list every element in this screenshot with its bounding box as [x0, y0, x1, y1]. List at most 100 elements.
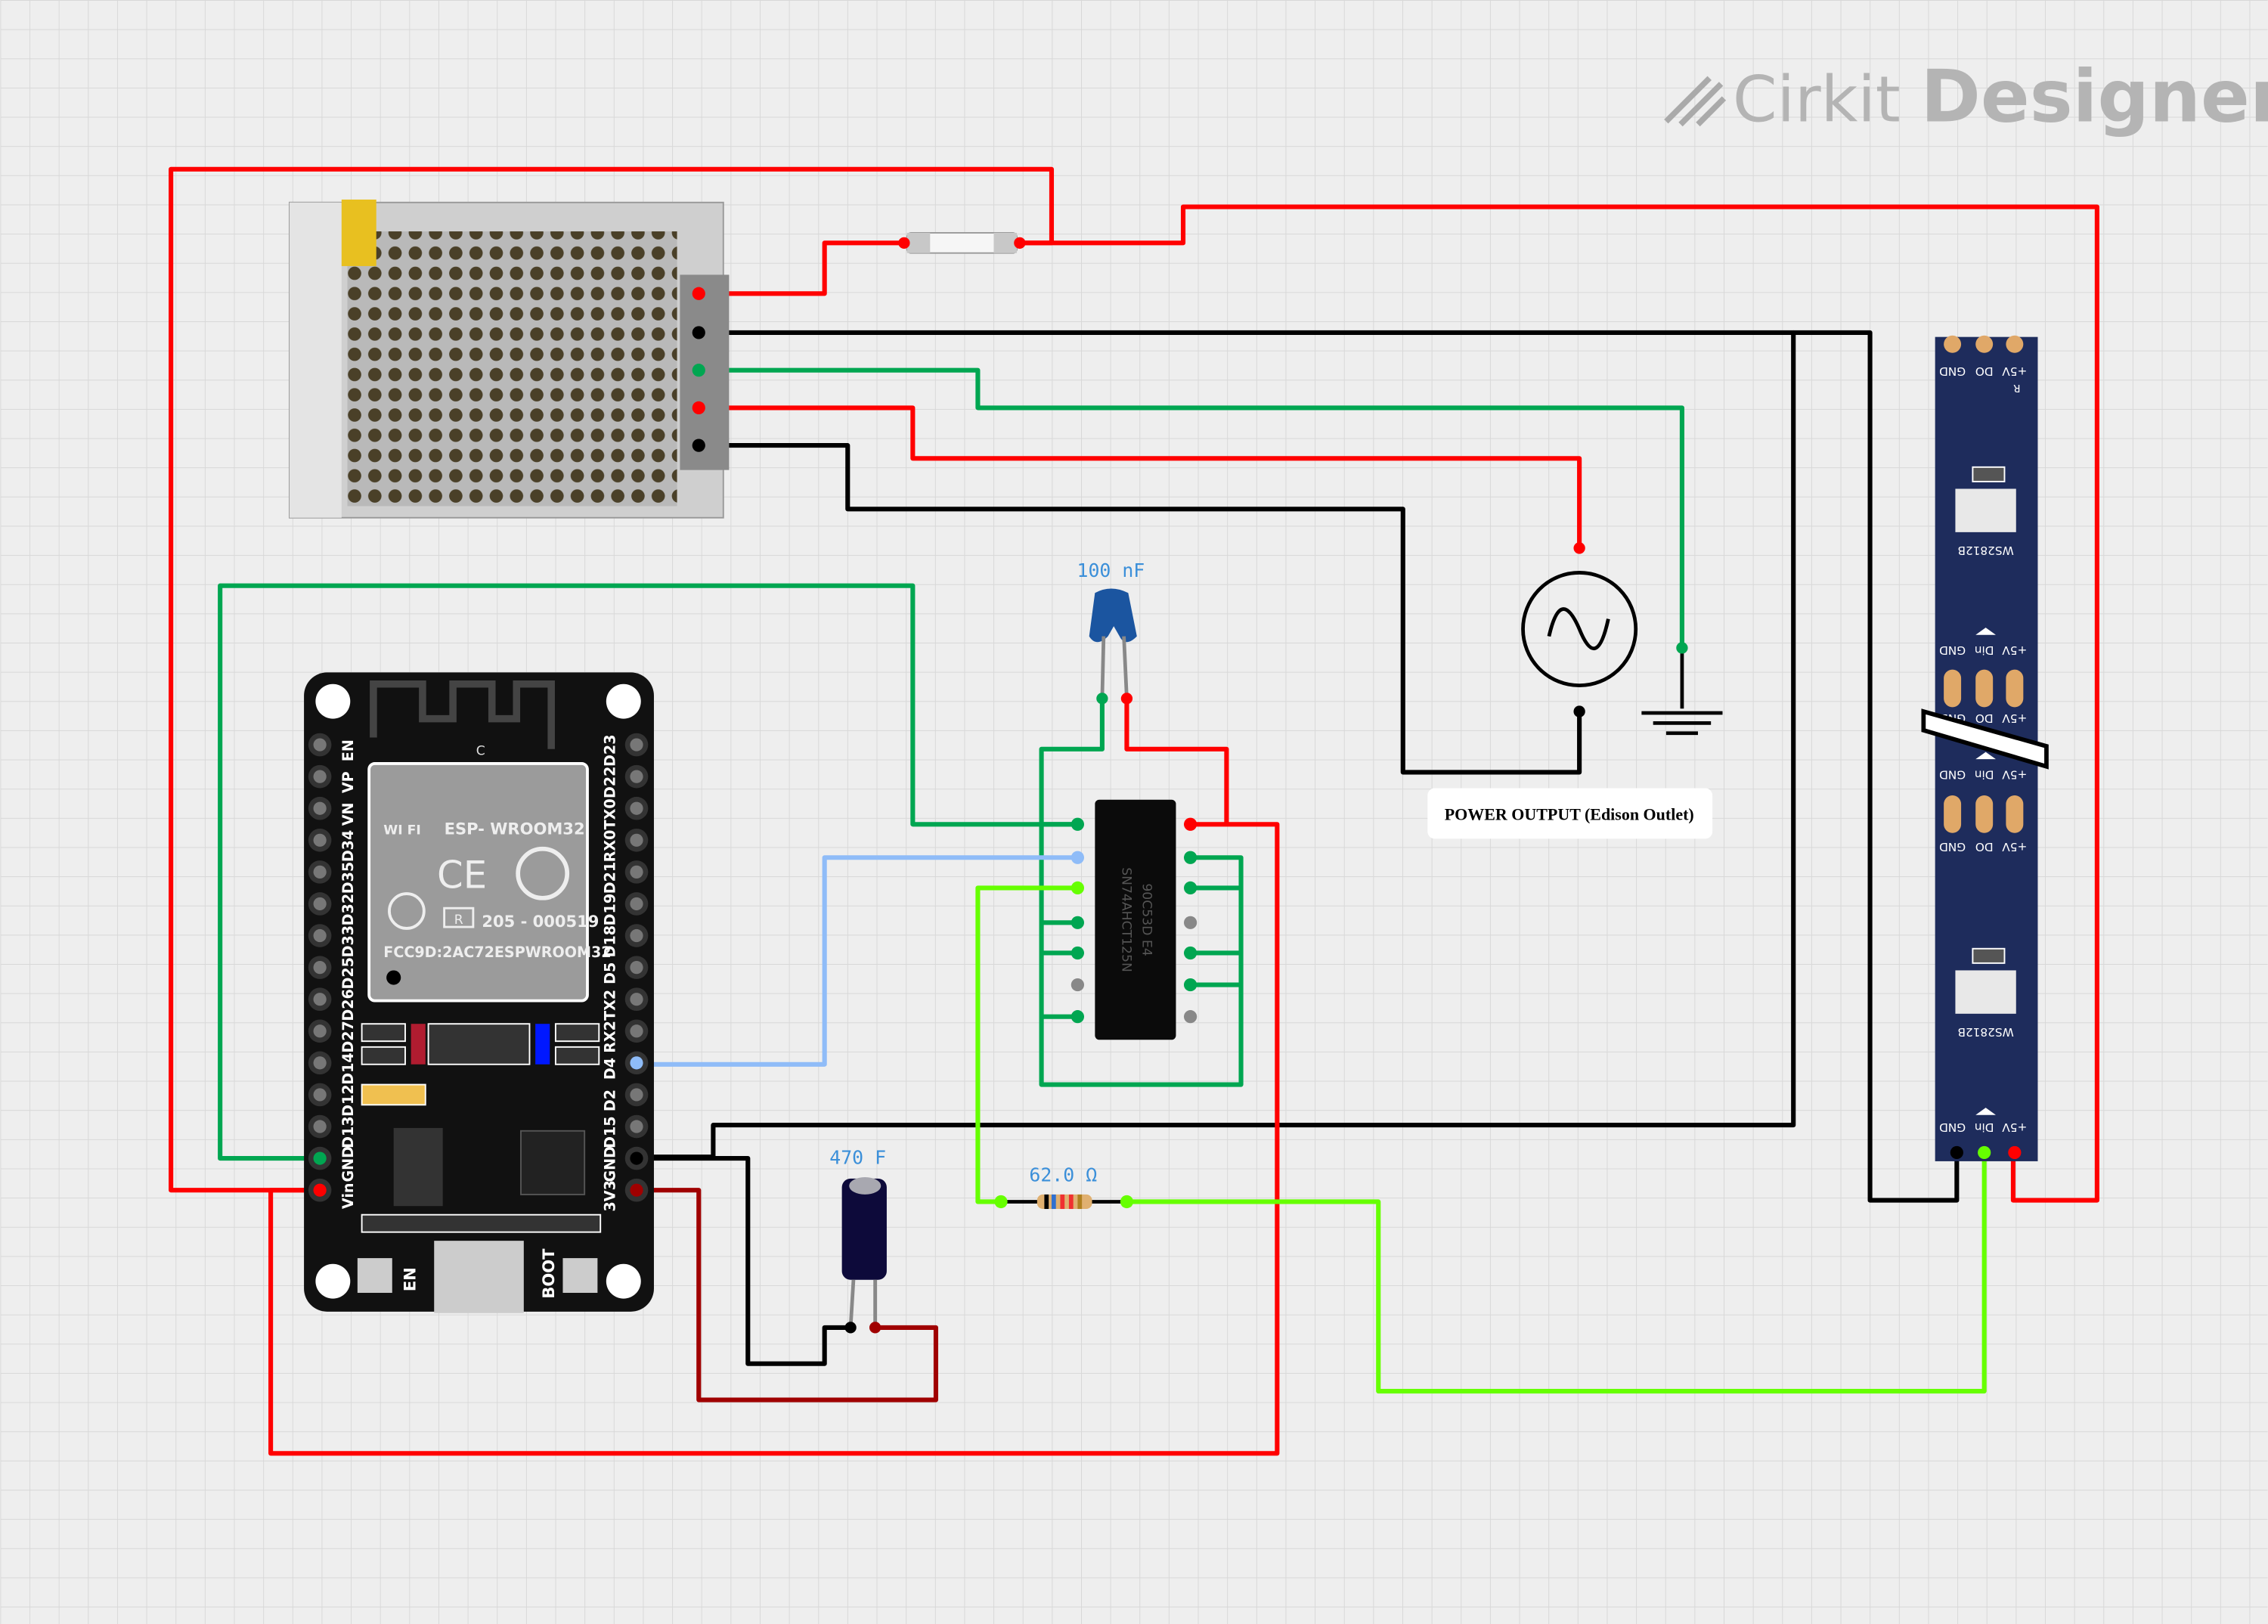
- esp-pin-rx0[interactable]: [630, 833, 643, 847]
- esp-pin-d12[interactable]: [313, 1088, 327, 1102]
- ic-pin-left[interactable]: [1070, 817, 1085, 831]
- logo-brand: Cirkit: [1733, 63, 1901, 137]
- esp-pin-d15[interactable]: [630, 1120, 643, 1133]
- resistor[interactable]: 62.0 Ω: [994, 1164, 1134, 1210]
- esp-pin-label: D25: [339, 957, 357, 989]
- wire-psu-line-to-ac[interactable]: [696, 405, 1582, 550]
- wire-d4-to-ic[interactable]: [634, 855, 1080, 1067]
- esp-pin-label: D18: [601, 925, 618, 957]
- wire-fuse-to-strip-5v[interactable]: [1017, 204, 2099, 1203]
- wire-ic-out-to-resistor[interactable]: [975, 885, 1080, 1204]
- strip-pin-label: DO: [1975, 840, 1994, 854]
- ic-pin-right[interactable]: [1183, 881, 1198, 895]
- wire-esp-gnd-to-ic[interactable]: [218, 583, 1080, 1161]
- ic-pin-right[interactable]: [1183, 978, 1198, 992]
- wire-resistor-to-din[interactable]: [1124, 1150, 1987, 1394]
- ground-symbol[interactable]: [1641, 642, 1723, 736]
- esp-pin-d18[interactable]: [630, 928, 643, 943]
- esp-pin-d23[interactable]: [630, 738, 643, 752]
- r-mark: R: [454, 913, 463, 928]
- wire-psu-earth-to-ground[interactable]: [696, 367, 1684, 650]
- esp-pin-vin[interactable]: [313, 1183, 327, 1197]
- esp-pin-tx0[interactable]: [630, 801, 643, 815]
- wifi-badge: WI FI: [383, 823, 421, 838]
- logo-pen-icon: [1664, 76, 1727, 127]
- esp32-devkit[interactable]: C WI FI ESP- WROOM32 CE R 205 - 000519 F…: [304, 672, 654, 1313]
- esp-pin-d5[interactable]: [630, 961, 643, 975]
- esp-pin-rx2[interactable]: [630, 1024, 643, 1038]
- strip-pin-gnd[interactable]: [1950, 1145, 1963, 1160]
- boot-button-label: BOOT: [539, 1248, 558, 1299]
- sn74ahct125n-chip[interactable]: 90C53D E4 SN74AHCT125N: [1070, 799, 1198, 1040]
- esp-pin-d27[interactable]: [313, 1024, 327, 1038]
- wire-3v3-to-cap[interactable]: [634, 1188, 939, 1402]
- esp-pin-gnd[interactable]: [313, 1151, 327, 1165]
- ic-pin-left[interactable]: [1070, 851, 1085, 864]
- esp-pin-label: D33: [339, 925, 357, 957]
- esp-pin-d34[interactable]: [313, 833, 327, 847]
- strip-pin-din[interactable]: [1978, 1145, 1991, 1160]
- esp-pin-d26[interactable]: [313, 993, 327, 1006]
- strip-pin-5v[interactable]: [2008, 1145, 2022, 1160]
- ic-pin-left[interactable]: [1070, 946, 1085, 960]
- esp-pin-tx2[interactable]: [630, 993, 643, 1006]
- wire-fuse-to-psu[interactable]: [696, 240, 906, 296]
- wire-psu-gnd-to-strip[interactable]: [1791, 330, 1960, 1203]
- psu-terminal-vminus[interactable]: [692, 439, 705, 452]
- power-output-label[interactable]: POWER OUTPUT (Edison Outlet): [1427, 788, 1713, 839]
- arrow-up-icon: [1975, 628, 1996, 635]
- esp-pin-d13[interactable]: [313, 1120, 327, 1133]
- esp-pin-d14[interactable]: [313, 1056, 327, 1070]
- psu-terminal-l[interactable]: [692, 287, 705, 300]
- ceramic-capacitor[interactable]: 100 nF: [1077, 559, 1145, 705]
- esp-pin-vn[interactable]: [313, 801, 327, 815]
- ic-pin-right[interactable]: [1183, 946, 1198, 960]
- wire-psu-neutral-to-ac[interactable]: [696, 443, 1582, 775]
- ic-pin-right[interactable]: [1183, 851, 1198, 864]
- ground-icon: [1641, 647, 1723, 736]
- ic-pin-left[interactable]: [1070, 978, 1085, 992]
- ic-pin-right[interactable]: [1183, 817, 1198, 831]
- strip-pin-label: DO: [1975, 364, 1994, 378]
- esp-pin-gnd[interactable]: [630, 1151, 643, 1165]
- boot-button[interactable]: [562, 1258, 598, 1293]
- esp-pin-label: D19: [601, 894, 618, 925]
- esp-pin-vp[interactable]: [313, 770, 327, 783]
- strip-cut-pad: [2006, 795, 2024, 833]
- ic-pin-left[interactable]: [1070, 916, 1085, 929]
- esp-pin-d4[interactable]: [630, 1056, 643, 1070]
- esp-pin-label: D22: [601, 767, 618, 798]
- esp-pin-d32[interactable]: [313, 897, 327, 911]
- esp-pin-label: D26: [339, 989, 357, 1021]
- esp-pin-d21[interactable]: [630, 865, 643, 879]
- esp-pin-d22[interactable]: [630, 770, 643, 783]
- power-supply[interactable]: [289, 199, 730, 519]
- psu-terminal-n[interactable]: [692, 326, 705, 339]
- esp-pin-d35[interactable]: [313, 865, 327, 879]
- psu-terminal-vplus[interactable]: [692, 401, 705, 414]
- ws2812b-led-strip[interactable]: GNDDO+5VRWS2812BWS2812BGNDDin+5VGNDDO+5V…: [1921, 335, 2049, 1161]
- esp-pin-en[interactable]: [313, 738, 327, 752]
- ic-pin-left[interactable]: [1070, 1010, 1085, 1024]
- esp-pin-d33[interactable]: [313, 928, 327, 943]
- telec-mark-icon: [388, 892, 426, 930]
- fuse[interactable]: [898, 231, 1026, 254]
- esp-pin-d2[interactable]: [630, 1088, 643, 1102]
- strip-cut-pad: [1975, 795, 1994, 833]
- esp-pin-d19[interactable]: [630, 897, 643, 911]
- strip-cut-pad: [1944, 795, 1962, 833]
- ic-pin-right[interactable]: [1183, 916, 1198, 929]
- wire-ic-gnd-bus[interactable]: [1039, 696, 1244, 1087]
- wire-ic-vcc[interactable]: [268, 696, 1280, 1456]
- ic-pin-right[interactable]: [1183, 1010, 1198, 1024]
- esp-pin-d25[interactable]: [313, 961, 327, 975]
- en-button[interactable]: [357, 1258, 392, 1293]
- ic-pin-left[interactable]: [1070, 881, 1085, 895]
- psu-terminal-earth[interactable]: [692, 364, 705, 377]
- ac-source[interactable]: [1521, 542, 1638, 717]
- wire-gnd-to-cap[interactable]: [634, 1156, 854, 1366]
- esp-pin-3v3[interactable]: [630, 1183, 643, 1197]
- electrolytic-capacitor[interactable]: 470 F: [829, 1147, 887, 1334]
- strip-input-label: +5V: [2002, 767, 2028, 781]
